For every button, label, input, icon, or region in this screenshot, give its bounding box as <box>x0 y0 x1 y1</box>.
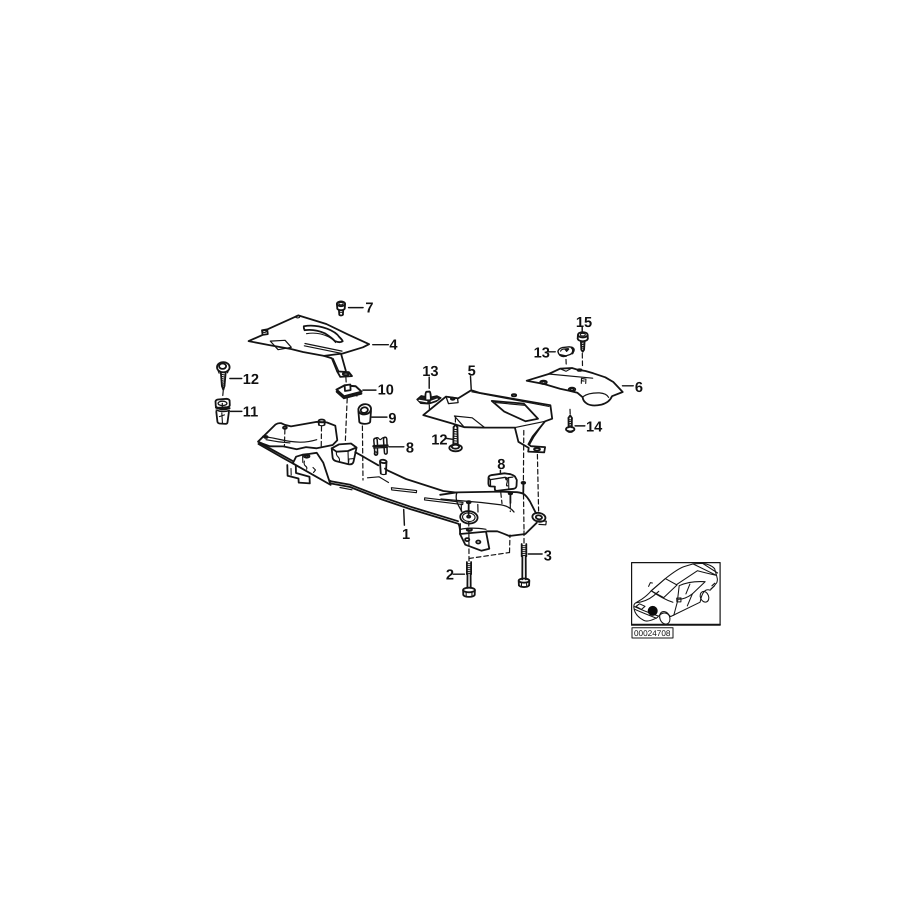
svg-text:14: 14 <box>586 420 603 436</box>
svg-text:8: 8 <box>406 440 414 456</box>
svg-text:8: 8 <box>497 457 505 473</box>
svg-text:11: 11 <box>243 405 258 421</box>
svg-text:12: 12 <box>243 372 259 388</box>
svg-text:7: 7 <box>365 300 373 316</box>
svg-text:2: 2 <box>446 568 454 584</box>
svg-text:12: 12 <box>431 433 447 449</box>
svg-text:9: 9 <box>388 411 396 427</box>
svg-text:10: 10 <box>378 383 394 399</box>
svg-text:13: 13 <box>534 346 550 362</box>
svg-text:13: 13 <box>422 364 438 380</box>
svg-text:4: 4 <box>389 338 398 354</box>
svg-text:6: 6 <box>635 380 643 396</box>
svg-text:5: 5 <box>468 363 476 379</box>
svg-text:15: 15 <box>576 315 592 331</box>
svg-text:1: 1 <box>402 527 410 543</box>
svg-text:00024708: 00024708 <box>634 629 671 638</box>
svg-text:3: 3 <box>544 548 552 564</box>
